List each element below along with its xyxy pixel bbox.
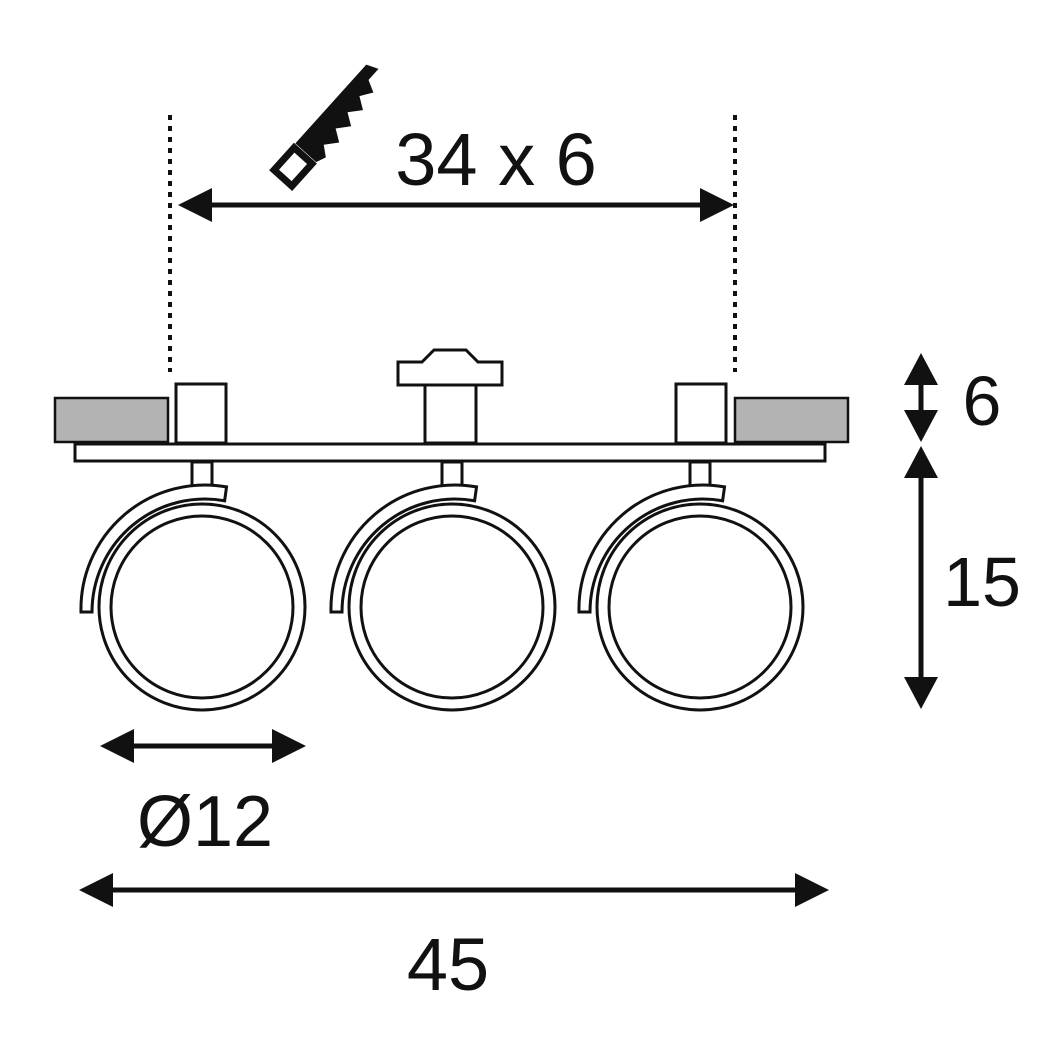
total-length-label: 45 [407, 923, 489, 1006]
lamp-height-label: 15 [943, 543, 1021, 621]
dim-arrow-height [904, 446, 938, 709]
cutout-label: 34 x 6 [395, 118, 597, 201]
lamp-stem [440, 460, 464, 489]
clip-right [674, 382, 728, 445]
lamp-stem [190, 460, 214, 489]
lamp-lens [607, 514, 793, 700]
spot-lamp [79, 460, 307, 712]
knob-cap [396, 348, 504, 387]
saw-icon [269, 64, 379, 191]
spot-lamp [577, 460, 805, 712]
lamp-stem [688, 460, 712, 489]
lamp-lens [109, 514, 295, 700]
lamp-bracket [79, 483, 229, 614]
dim-arrow-recess [904, 353, 938, 442]
dim-arrow-diameter [100, 729, 306, 763]
ceiling-left [53, 396, 170, 444]
diameter-label: Ø12 [137, 782, 273, 862]
dim-arrow-length [79, 873, 829, 907]
lamp-lens [359, 514, 545, 700]
lamp-bracket [329, 483, 479, 614]
lamp-bracket [577, 483, 727, 614]
ceiling-right [733, 396, 850, 444]
recess-height-label: 6 [963, 362, 1002, 440]
dim-arrow-cutout [178, 188, 734, 222]
knob-stem [423, 383, 478, 445]
mounting-bar [73, 442, 827, 463]
clip-left [174, 382, 228, 445]
spot-lamp [329, 460, 557, 712]
